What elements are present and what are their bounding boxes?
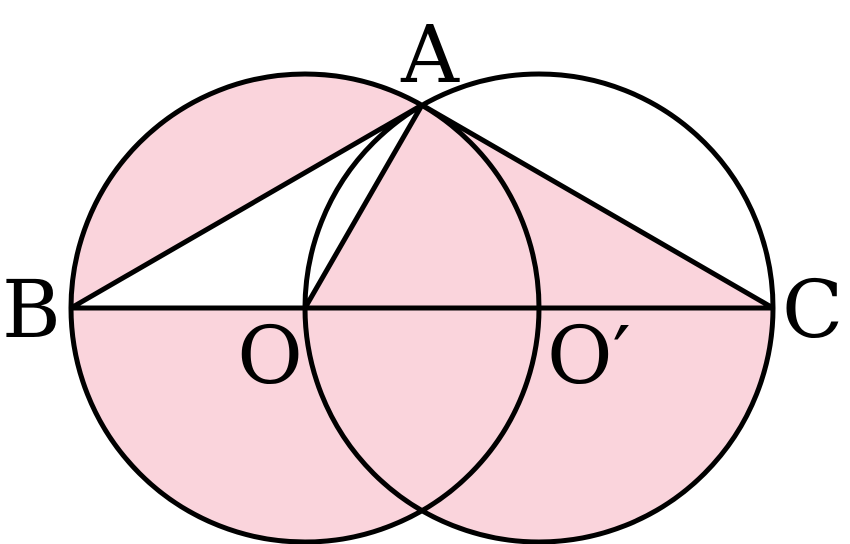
label-c: C	[782, 263, 843, 356]
label-o-prime: O′	[547, 309, 631, 402]
label-b: B	[2, 263, 61, 356]
right-lower-half-fill	[305, 308, 773, 542]
segment-ac	[420, 102, 775, 311]
label-a: A	[400, 8, 460, 101]
label-o: O	[237, 309, 303, 402]
segment-oa	[302, 103, 425, 310]
segment-ba	[69, 102, 424, 311]
